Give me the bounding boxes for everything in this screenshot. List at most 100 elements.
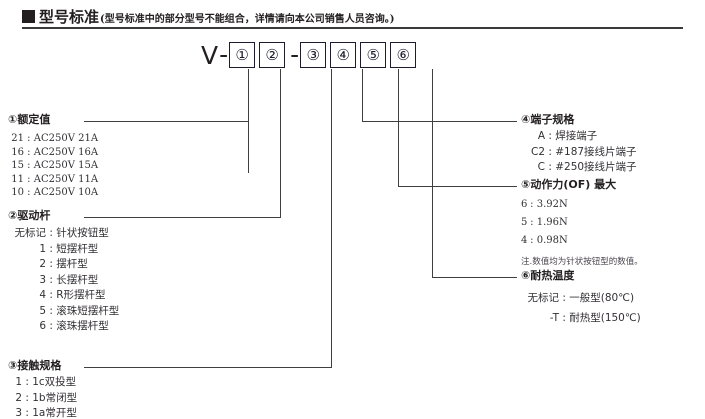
model-code-dash-2: -	[290, 40, 300, 69]
model-code-box-5: ⑤	[360, 42, 387, 68]
section-lever-title: ②驱动杆	[8, 209, 51, 222]
model-code-row: V - ① ② - ③ ④ ⑤ ⑥	[201, 40, 417, 70]
page-title-note: (型号标准中的部分型号不能组合，详情请向本公司销售人员咨询。)	[100, 14, 395, 25]
force-sep-1: :	[527, 217, 537, 228]
list-item: 15 : AC250V 15A	[8, 159, 98, 173]
rating-key-4: 10	[11, 187, 24, 198]
section-terminal-rows: A : 焊接端子 C2 : #187接线片端子 C : #250接线片端子	[521, 129, 637, 176]
lever-sep-5: :	[46, 304, 57, 317]
list-item: 1 : 短摆杆型	[8, 242, 119, 258]
terminal-value-1: #187接线片端子	[555, 145, 637, 158]
leader-line-6-horizontal	[432, 277, 517, 279]
lever-key-1: 1	[39, 242, 46, 255]
lever-value-4: R形摆杆型	[56, 289, 106, 301]
model-code-box-4: ④	[330, 42, 357, 68]
terminal-value-2: #250接线片端子	[555, 161, 637, 173]
contact-value-2: 1a常开型	[32, 407, 77, 419]
lever-sep-4: :	[46, 289, 57, 301]
circled-number-5: ⑤	[366, 45, 380, 64]
lever-sep-2: :	[46, 258, 57, 270]
lever-value-0: 针状按钮型	[56, 227, 109, 239]
leader-line-5-vertical	[398, 69, 400, 187]
circled-number-2: ②	[265, 45, 279, 64]
list-item: 无标记 : 一般型(80℃)	[521, 288, 641, 308]
model-code-prefix: V	[201, 40, 219, 70]
leader-line-3-horizontal	[84, 367, 332, 369]
list-item: 5 : 1.96N	[521, 214, 643, 232]
terminal-key-1: C2	[530, 145, 545, 158]
rating-key-2: 15	[11, 160, 24, 171]
rating-key-3: 11	[11, 173, 24, 185]
list-item: 21 : AC250V 21A	[8, 132, 98, 146]
force-value-0: 3.92N	[536, 199, 568, 210]
terminal-value-0: 焊接端子	[555, 130, 598, 142]
model-code-box-1: ①	[229, 42, 256, 68]
contact-sep-2: :	[22, 407, 33, 419]
section-lever-rows: 无标记 : 针状按钮型 1 : 短摆杆型 2 : 摆杆型 3 : 长摆杆型 4 …	[8, 226, 120, 335]
force-sep-0: :	[527, 199, 537, 210]
list-item: 2 : 1b常闭型	[8, 391, 77, 407]
list-item: 6 : 3.92N	[521, 196, 643, 214]
contact-sep-1: :	[22, 391, 33, 404]
rating-value-4: AC250V 10A	[33, 187, 99, 198]
section-heat: ⑥耐热温度 无标记 : 一般型(80℃) -T : 耐热型(150℃)	[521, 269, 641, 328]
list-item: 4 : R形摆杆型	[8, 288, 119, 304]
lever-key-0: 无标记	[14, 227, 47, 239]
leader-line-1-horizontal	[84, 121, 249, 123]
heat-value-0: 一般型(80℃)	[569, 292, 635, 304]
list-item: -T : 耐热型(150℃)	[521, 308, 641, 328]
circled-number-6: ⑥	[396, 45, 410, 64]
leader-line-2-horizontal	[84, 217, 281, 219]
list-item: 6 : 滚珠摆杆型	[8, 319, 119, 335]
leader-line-2-vertical	[280, 69, 282, 218]
rating-value-2: AC250V 15A	[33, 160, 99, 171]
contact-key-1: 2	[15, 391, 22, 404]
list-item: 3 : 长摆杆型	[8, 273, 119, 289]
terminal-key-2: C	[537, 161, 545, 173]
rating-sep-1: :	[24, 146, 34, 158]
section-heat-rows: 无标记 : 一般型(80℃) -T : 耐热型(150℃)	[521, 288, 641, 328]
section-rating-title: ①额定值	[8, 113, 51, 126]
force-key-0: 6	[521, 199, 528, 210]
list-item: 2 : 摆杆型	[8, 257, 119, 273]
contact-key-0: 1	[15, 376, 22, 388]
model-code-box-2: ②	[259, 42, 286, 68]
list-item: 4 : 0.98N	[521, 232, 643, 250]
list-item: C2 : #187接线片端子	[521, 145, 637, 161]
circled-number-3: ③	[306, 45, 320, 64]
circled-number-1: ①	[235, 45, 249, 64]
rating-sep-0: :	[24, 133, 34, 144]
lever-value-6: 滚珠摆杆型	[56, 320, 109, 332]
rating-key-0: 21	[11, 133, 24, 144]
header-divider	[22, 27, 683, 29]
section-terminal: ④端子规格 A : 焊接端子 C2 : #187接线片端子 C : #250接线…	[521, 113, 637, 176]
rating-value-1: AC250V 16A	[33, 146, 99, 158]
terminal-key-0: A	[537, 130, 545, 142]
rating-sep-2: :	[24, 160, 34, 171]
terminal-sep-0: :	[545, 130, 556, 142]
lever-key-4: 4	[39, 289, 46, 301]
lever-sep-6: :	[46, 320, 57, 332]
heat-value-1: 耐热型(150℃)	[569, 312, 641, 324]
lever-sep-3: :	[46, 273, 57, 286]
heat-key-1: -T	[549, 312, 559, 324]
list-item: 10 : AC250V 10A	[8, 186, 98, 200]
heat-key-0: 无标记	[527, 292, 560, 304]
circled-number-4: ④	[336, 45, 350, 64]
lever-key-5: 5	[39, 304, 46, 317]
contact-sep-0: :	[22, 376, 33, 388]
section-lever: ②驱动杆 无标记 : 针状按钮型 1 : 短摆杆型 2 : 摆杆型 3 : 长摆…	[8, 209, 119, 335]
list-item: 5 : 滚珠短摆杆型	[8, 304, 119, 320]
lever-sep-0: :	[46, 227, 57, 239]
list-item: 11 : AC250V 11A	[8, 173, 98, 187]
section-heat-title: ⑥耐热温度	[521, 269, 575, 282]
contact-key-2: 3	[15, 407, 22, 419]
contact-value-0: 1c双投型	[32, 376, 77, 388]
model-code-dash-1: -	[219, 40, 229, 69]
page-header: 型号标准 (型号标准中的部分型号不能组合，详情请向本公司销售人员咨询。)	[22, 6, 394, 27]
list-item: 1 : 1c双投型	[8, 375, 77, 391]
rating-key-1: 16	[11, 146, 24, 158]
section-terminal-title: ④端子规格	[521, 113, 575, 126]
leader-line-4-horizontal	[362, 121, 517, 123]
